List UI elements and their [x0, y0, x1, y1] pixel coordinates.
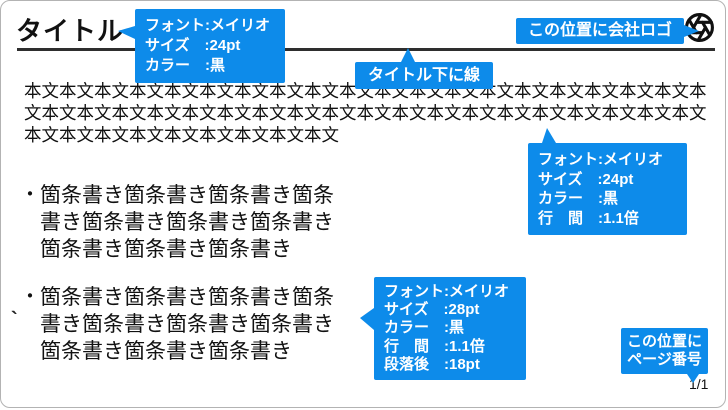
bullet-text-line: 書き箇条書き箇条書き箇条書き	[40, 313, 334, 336]
bullet-text-line: 箇条書き箇条書き箇条書き箇条	[40, 184, 334, 207]
title-underline-rule	[17, 48, 715, 51]
callout-tail-left	[360, 308, 374, 330]
callout-tail-up	[401, 48, 415, 62]
bullet-text-line: 箇条書き箇条書き箇条書き	[40, 340, 292, 363]
spec-row: フォント:メイリオ	[145, 17, 270, 34]
spec-row: カラー :黒	[538, 190, 618, 207]
callout-page-number: この位置に ページ番号	[621, 328, 708, 383]
spec-row: サイズ :24pt	[538, 170, 634, 188]
callout-tail-down	[687, 374, 699, 383]
callout-title-underline: タイトル下に線	[355, 48, 494, 89]
body-text-placeholder: 本文本文本文本文本文本文本文本文本文本文本文本文本文本文本文本文本文本文本文本 …	[24, 80, 724, 146]
callout-company-logo: この位置に会社ロゴ	[516, 18, 700, 44]
callout-label: この位置に会社ロゴ	[528, 22, 673, 39]
callout-title-spec: フォント:メイリオ サイズ :24pt カラー :黒	[118, 9, 285, 83]
bullet-marker: ・	[20, 286, 40, 308]
body-text-line: 本文本文本文本文本文本文本文本文本文本文本文本文本文本文本文本文本文本文本文本	[24, 81, 707, 101]
spec-row: 行 間 :1.1倍	[384, 337, 485, 355]
spec-row: サイズ :28pt	[384, 301, 480, 319]
bullet-item: ・ 箇条書き箇条書き箇条書き箇条 書き箇条書き箇条書き箇条書き 箇条書き箇条書き…	[20, 182, 334, 263]
bullet-text: 箇条書き箇条書き箇条書き箇条 書き箇条書き箇条書き箇条書き 箇条書き箇条書き箇条…	[40, 182, 334, 263]
stray-tick-mark: `	[11, 309, 18, 331]
callout-label: タイトル下に線	[368, 67, 481, 84]
callout-tail-right	[684, 25, 700, 37]
callout-label-line: ページ番号	[627, 351, 702, 368]
body-text-line: 本文本文本文本文本文本文本文本文本文	[24, 125, 339, 145]
callout-body-spec: フォント:メイリオ サイズ :24pt カラー :黒 行 間 :1.1倍	[528, 128, 687, 235]
spec-row: フォント:メイリオ	[384, 283, 509, 300]
bullet-text-line: 書き箇条書き箇条書き箇条書き	[40, 211, 334, 234]
spec-row: 段落後 :18pt	[384, 355, 480, 373]
callout-tail-left	[118, 26, 135, 39]
bullet-text-line: 箇条書き箇条書き箇条書き	[40, 238, 292, 261]
bullet-list-placeholder: ・ 箇条書き箇条書き箇条書き箇条 書き箇条書き箇条書き箇条書き 箇条書き箇条書き…	[20, 182, 334, 386]
body-text-line: 文本文本文本文本文本文本文本文本文本文本文本文本文本文本文本文本文本文本文本文	[24, 103, 707, 123]
bullet-text-line: 箇条書き箇条書き箇条書き箇条	[40, 286, 334, 309]
spec-row: 行 間 :1.1倍	[538, 209, 639, 227]
slide-title: タイトル	[16, 16, 125, 46]
callout-tail-up	[542, 128, 556, 143]
bullet-marker: ・	[20, 184, 40, 206]
callout-label-line: この位置に	[627, 333, 703, 350]
bullet-item: ・ 箇条書き箇条書き箇条書き箇条 書き箇条書き箇条書き箇条書き 箇条書き箇条書き…	[20, 284, 334, 365]
callout-bullet-spec: フォント:メイリオ サイズ :28pt カラー :黒 行 間 :1.1倍 段落後…	[360, 277, 526, 381]
spec-row: カラー :黒	[384, 319, 464, 337]
spec-row: サイズ :24pt	[145, 37, 241, 54]
spec-row: カラー :黒	[145, 57, 225, 74]
spec-row: フォント:メイリオ	[538, 151, 663, 168]
bullet-text: 箇条書き箇条書き箇条書き箇条 書き箇条書き箇条書き箇条書き 箇条書き箇条書き箇条…	[40, 284, 334, 365]
